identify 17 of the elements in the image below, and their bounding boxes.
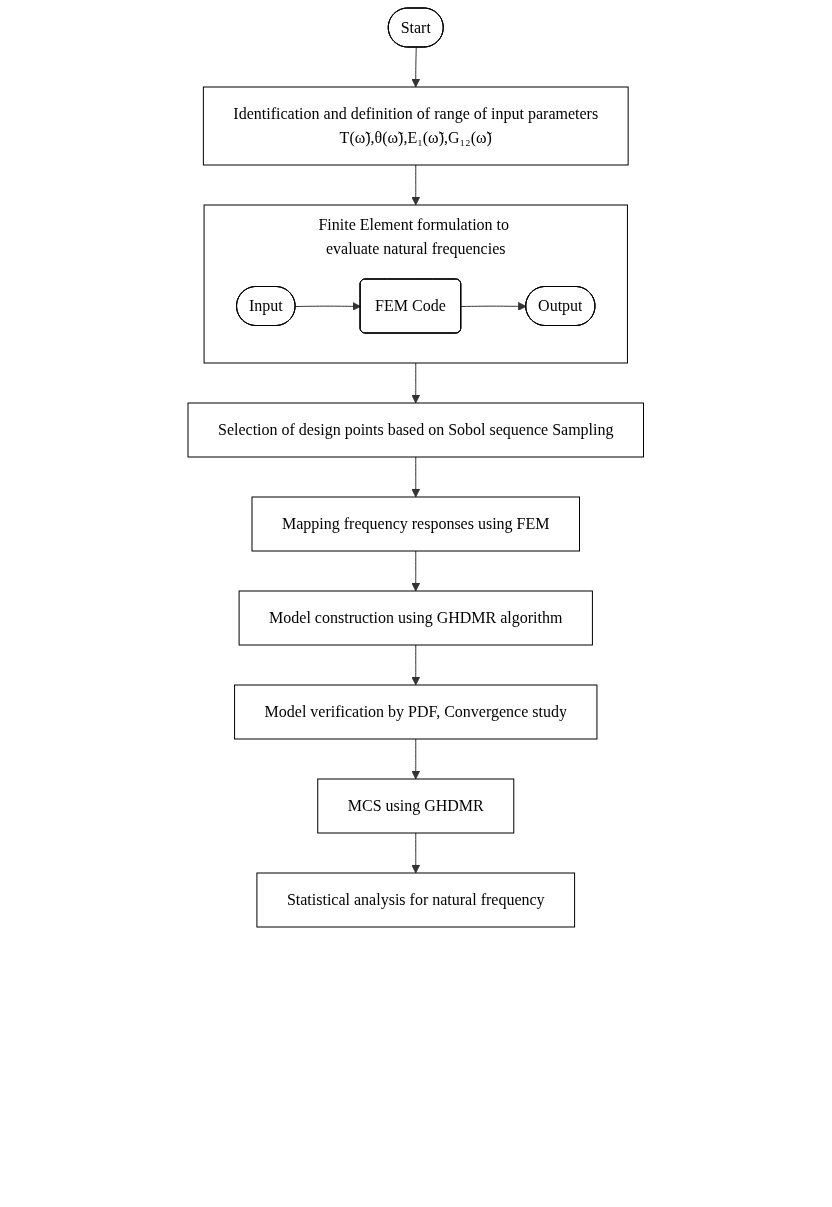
arrow [461,302,527,311]
arrow [411,644,421,686]
node-box: Mapping frequency responses using FEM [251,496,581,552]
node-box: Identification and definition of range of input parameters T(ω̃),θ(ω̃),E₁(ω̃),G₁₂(ω̃) [203,86,629,166]
arrow [411,164,421,206]
node-box: Selection of design points based on Sobol sequence Sampling [187,402,645,458]
node-box: Statistical analysis for natural frequency [256,872,576,928]
node-box: Model construction using GHDMR algorithm [238,590,594,646]
arrow [295,302,362,311]
arrow [411,47,421,88]
node-box: Model verification by PDF, Convergence study [234,684,598,740]
arrow [411,456,421,498]
arrow [411,550,421,592]
arrow [411,832,421,874]
arrow [411,362,421,404]
arrow [411,738,421,780]
node-box: MCS using GHDMR [317,778,515,834]
